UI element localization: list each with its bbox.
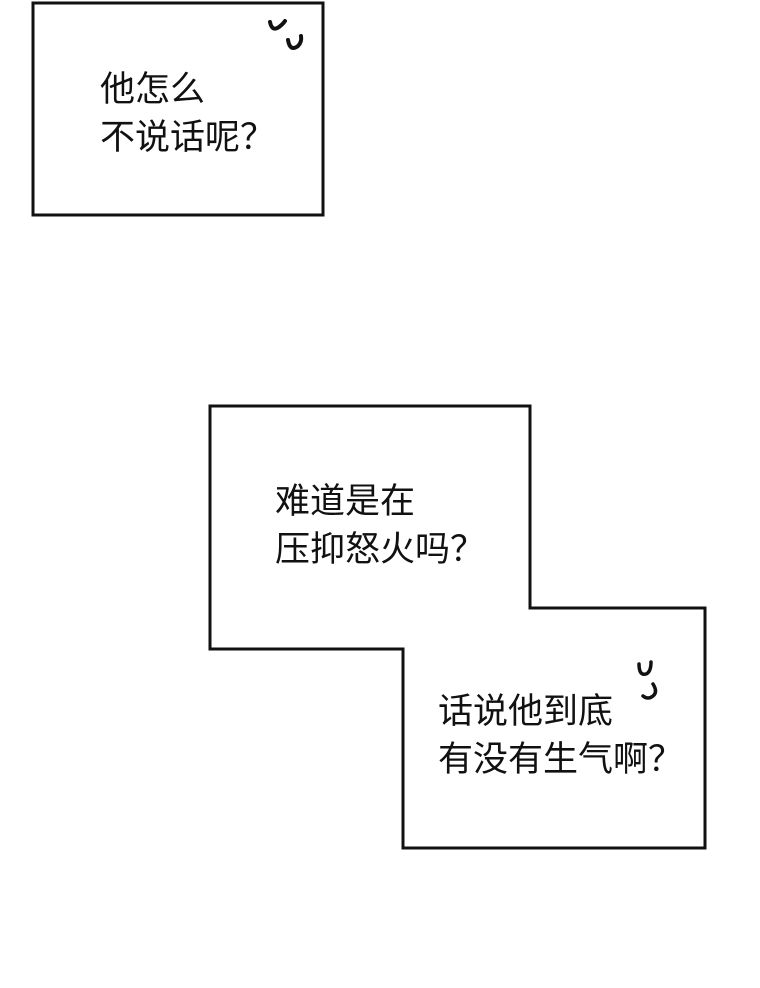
narration-box-2 — [208, 404, 707, 850]
sweat-drops-icon — [637, 660, 658, 700]
text-line: 压抑怒火吗？ — [275, 530, 486, 570]
text-line: 有没有生气啊？ — [438, 740, 684, 780]
sweat-drops-icon — [268, 19, 304, 50]
narration-text-3: 话说他到底 有没有生气啊？ — [438, 688, 683, 784]
text-line: 他怎么 — [100, 70, 206, 110]
narration-text-2: 难道是在 压抑怒火吗？ — [275, 478, 485, 574]
narration-text-1: 他怎么 不说话呢？ — [100, 66, 275, 162]
text-line: 话说他到底 — [438, 692, 614, 732]
text-line: 不说话呢？ — [100, 118, 276, 158]
narration-box-1 — [31, 1, 325, 217]
text-line: 难道是在 — [275, 482, 416, 522]
